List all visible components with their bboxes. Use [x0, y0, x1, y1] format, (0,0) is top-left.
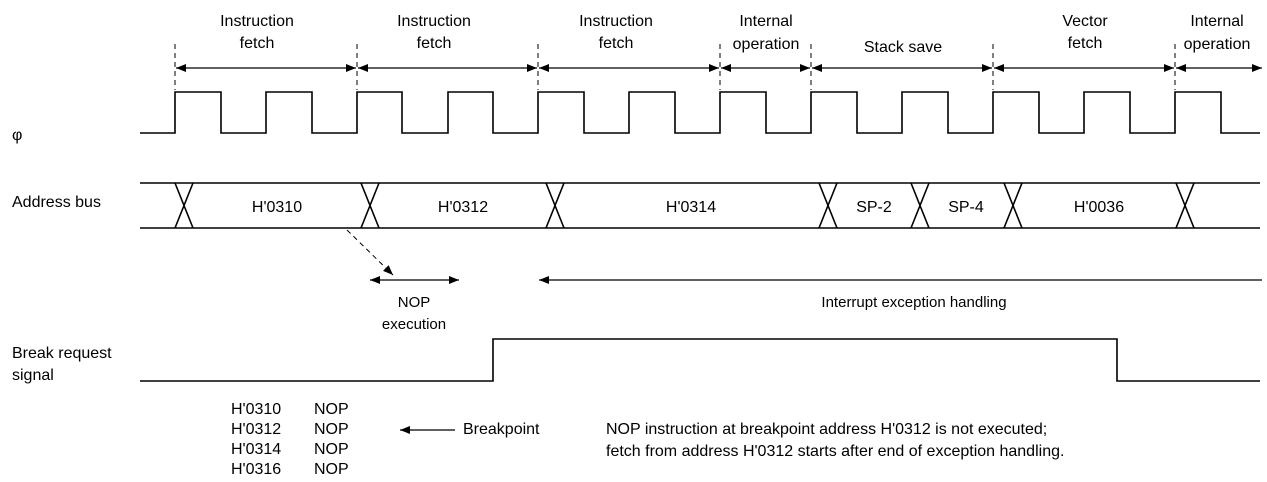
break-request-label-line2: signal: [12, 367, 54, 384]
phase-labels: Instruction fetch Instruction fetch Inst…: [220, 13, 1250, 56]
code-listing: H'0310 NOP H'0312 NOP H'0314 NOP H'0316 …: [231, 401, 349, 478]
listing-address: H'0316: [231, 461, 281, 478]
break-request-label-line1: Break request: [12, 345, 112, 362]
listing-instruction: NOP: [314, 441, 349, 458]
phase-2-label-line1: Instruction: [397, 13, 471, 30]
listing-instruction: NOP: [314, 421, 349, 438]
interrupt-label: Interrupt exception handling: [821, 294, 1006, 311]
phase-4-label-line1: Internal: [739, 13, 792, 30]
address-bus-waveform: [140, 182, 1260, 229]
phase-7-label-line2: operation: [1184, 36, 1251, 53]
clock-waveform: [140, 91, 1260, 134]
break-request-waveform: [140, 338, 1260, 382]
address-value: SP-4: [948, 199, 984, 216]
bus-transition: [818, 182, 838, 229]
phase-7-label-line1: Internal: [1190, 13, 1243, 30]
address-bus-label: Address bus: [12, 194, 101, 211]
note-line1: NOP instruction at breakpoint address H'…: [606, 421, 1047, 438]
phase-2-label-line2: fetch: [417, 35, 452, 52]
phase-6-label-line2: fetch: [1068, 35, 1103, 52]
phase-3-label-line1: Instruction: [579, 13, 653, 30]
address-value: H'0314: [666, 199, 716, 216]
bus-transition: [1175, 182, 1195, 229]
address-values: H'0310 H'0312 H'0314 SP-2 SP-4 H'0036: [252, 199, 1124, 216]
nop-execution-label-line1: NOP: [398, 294, 431, 311]
bus-transition: [545, 182, 565, 229]
note-line2: fetch from address H'0312 starts after e…: [606, 443, 1064, 460]
bus-transition: [174, 182, 194, 229]
listing-address: H'0314: [231, 441, 281, 458]
address-value: H'0312: [438, 199, 488, 216]
phase-boundaries: [174, 44, 1176, 90]
address-value: SP-2: [856, 199, 892, 216]
phase-4-label-line2: operation: [733, 36, 800, 53]
clock-signal-label: φ: [12, 127, 22, 144]
phase-1-label-line1: Instruction: [220, 13, 294, 30]
nop-pointer-arrow: [346, 229, 394, 276]
bus-transition: [1003, 182, 1023, 229]
address-value: H'0036: [1074, 199, 1124, 216]
listing-instruction: NOP: [314, 461, 349, 478]
phase-3-label-line2: fetch: [599, 35, 634, 52]
bus-transition: [910, 182, 930, 229]
listing-instruction: NOP: [314, 401, 349, 418]
bus-transition: [360, 182, 380, 229]
phase-5-label: Stack save: [864, 39, 942, 56]
phase-6-label-line1: Vector: [1062, 13, 1108, 30]
listing-address: H'0310: [231, 401, 281, 418]
address-value: H'0310: [252, 199, 302, 216]
phase-1-label-line2: fetch: [240, 35, 275, 52]
breakpoint-label: Breakpoint: [463, 421, 540, 438]
nop-execution-label-line2: execution: [382, 316, 446, 333]
listing-address: H'0312: [231, 421, 281, 438]
